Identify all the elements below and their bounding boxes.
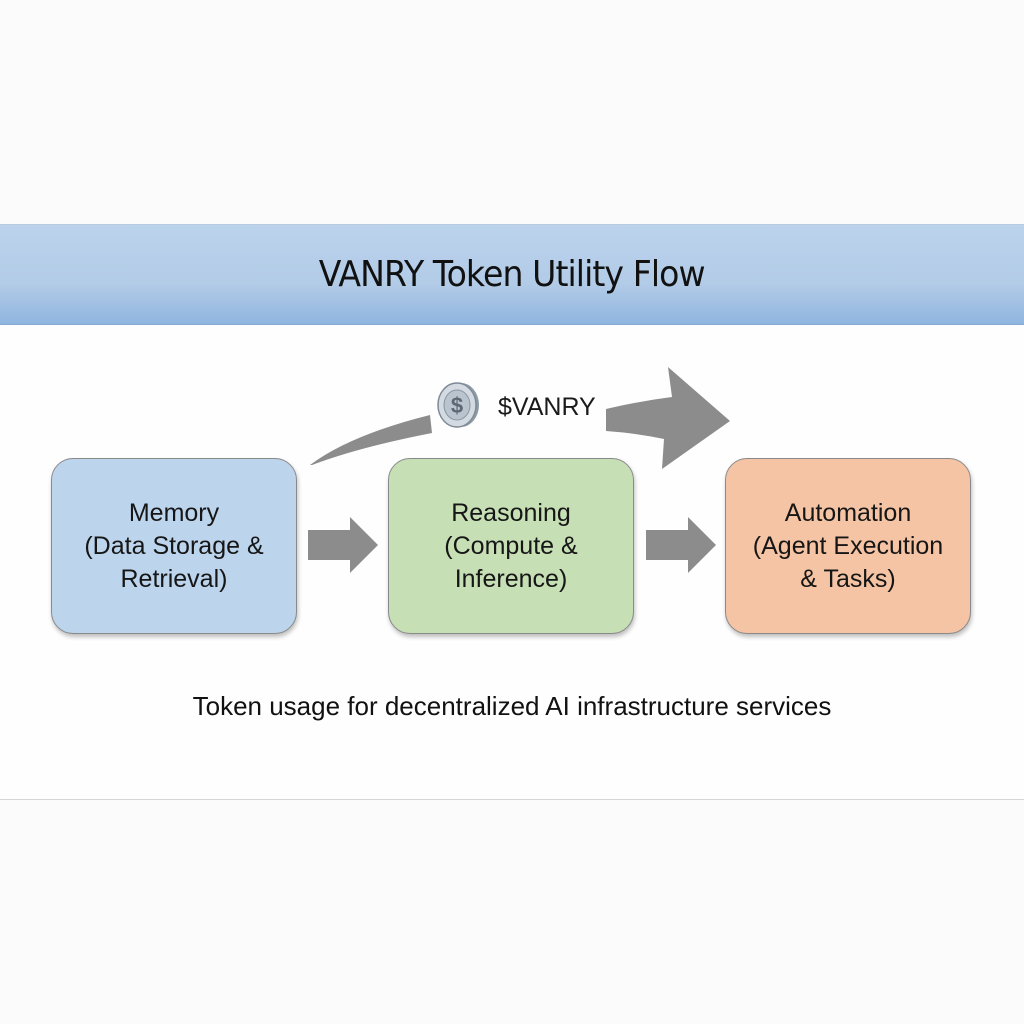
header-bar: VANRY Token Utility Flow	[0, 225, 1024, 325]
stage-automation: Automation (Agent Execution & Tasks)	[725, 458, 971, 634]
stage-reasoning: Reasoning (Compute & Inference)	[388, 458, 634, 634]
stage-automation-label: Automation (Agent Execution & Tasks)	[752, 498, 944, 593]
svg-text:$: $	[451, 393, 463, 418]
stage-reasoning-label: Reasoning (Compute & Inference)	[444, 498, 578, 593]
dollar-coin-icon: $	[437, 382, 479, 428]
arrow-memory-to-reasoning	[308, 517, 378, 573]
token-label: $VANRY	[498, 393, 596, 421]
arrow-reasoning-to-automation	[646, 517, 716, 573]
token-arc-head	[606, 367, 730, 469]
page-title: VANRY Token Utility Flow	[319, 254, 706, 295]
diagram-panel: VANRY Token Utility Flow $ $VANRY Memory…	[0, 224, 1024, 800]
stage-memory: Memory (Data Storage & Retrieval)	[51, 458, 297, 634]
stage-memory-label: Memory (Data Storage & Retrieval)	[84, 498, 264, 593]
caption: Token usage for decentralized AI infrast…	[192, 691, 832, 721]
